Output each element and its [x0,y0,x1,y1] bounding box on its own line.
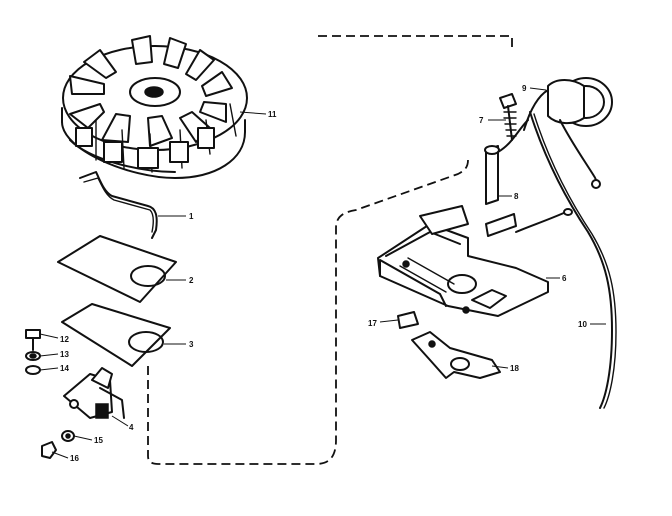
callout-1: 1 [189,212,194,221]
ignition-wire [529,111,617,409]
terminal-block [397,311,419,329]
callout-12: 12 [60,335,69,344]
callout-18: 18 [510,364,519,373]
ignition-coil [523,77,613,189]
gasket-lower [61,303,171,367]
condenser [484,119,529,205]
screw-and-washers [25,329,41,375]
callout-8: 8 [514,192,519,201]
callout-3: 3 [189,340,194,349]
callout-2: 2 [189,276,194,285]
callout-14: 14 [60,364,69,373]
flywheel [61,35,248,179]
nut-and-washer [41,430,75,459]
callout-4: 4 [129,423,134,432]
coil-screw [499,93,517,141]
leader-lines [39,87,606,459]
stator-plate [377,205,573,317]
armature-bracket [411,331,501,379]
callout-7: 7 [479,116,484,125]
gasket-upper [57,235,177,303]
callout-17: 17 [368,319,377,328]
wire-clip [79,171,158,239]
breaker-points [63,367,125,419]
callout-16: 16 [70,454,79,463]
callout-9: 9 [522,84,527,93]
callout-13: 13 [60,350,69,359]
callout-11: 11 [268,110,277,119]
callout-10: 10 [578,320,587,329]
callout-labels: 11 1 2 3 4 12 13 14 15 16 7 9 8 6 17 18 … [60,84,587,463]
callout-6: 6 [562,274,567,283]
callout-15: 15 [94,436,103,445]
